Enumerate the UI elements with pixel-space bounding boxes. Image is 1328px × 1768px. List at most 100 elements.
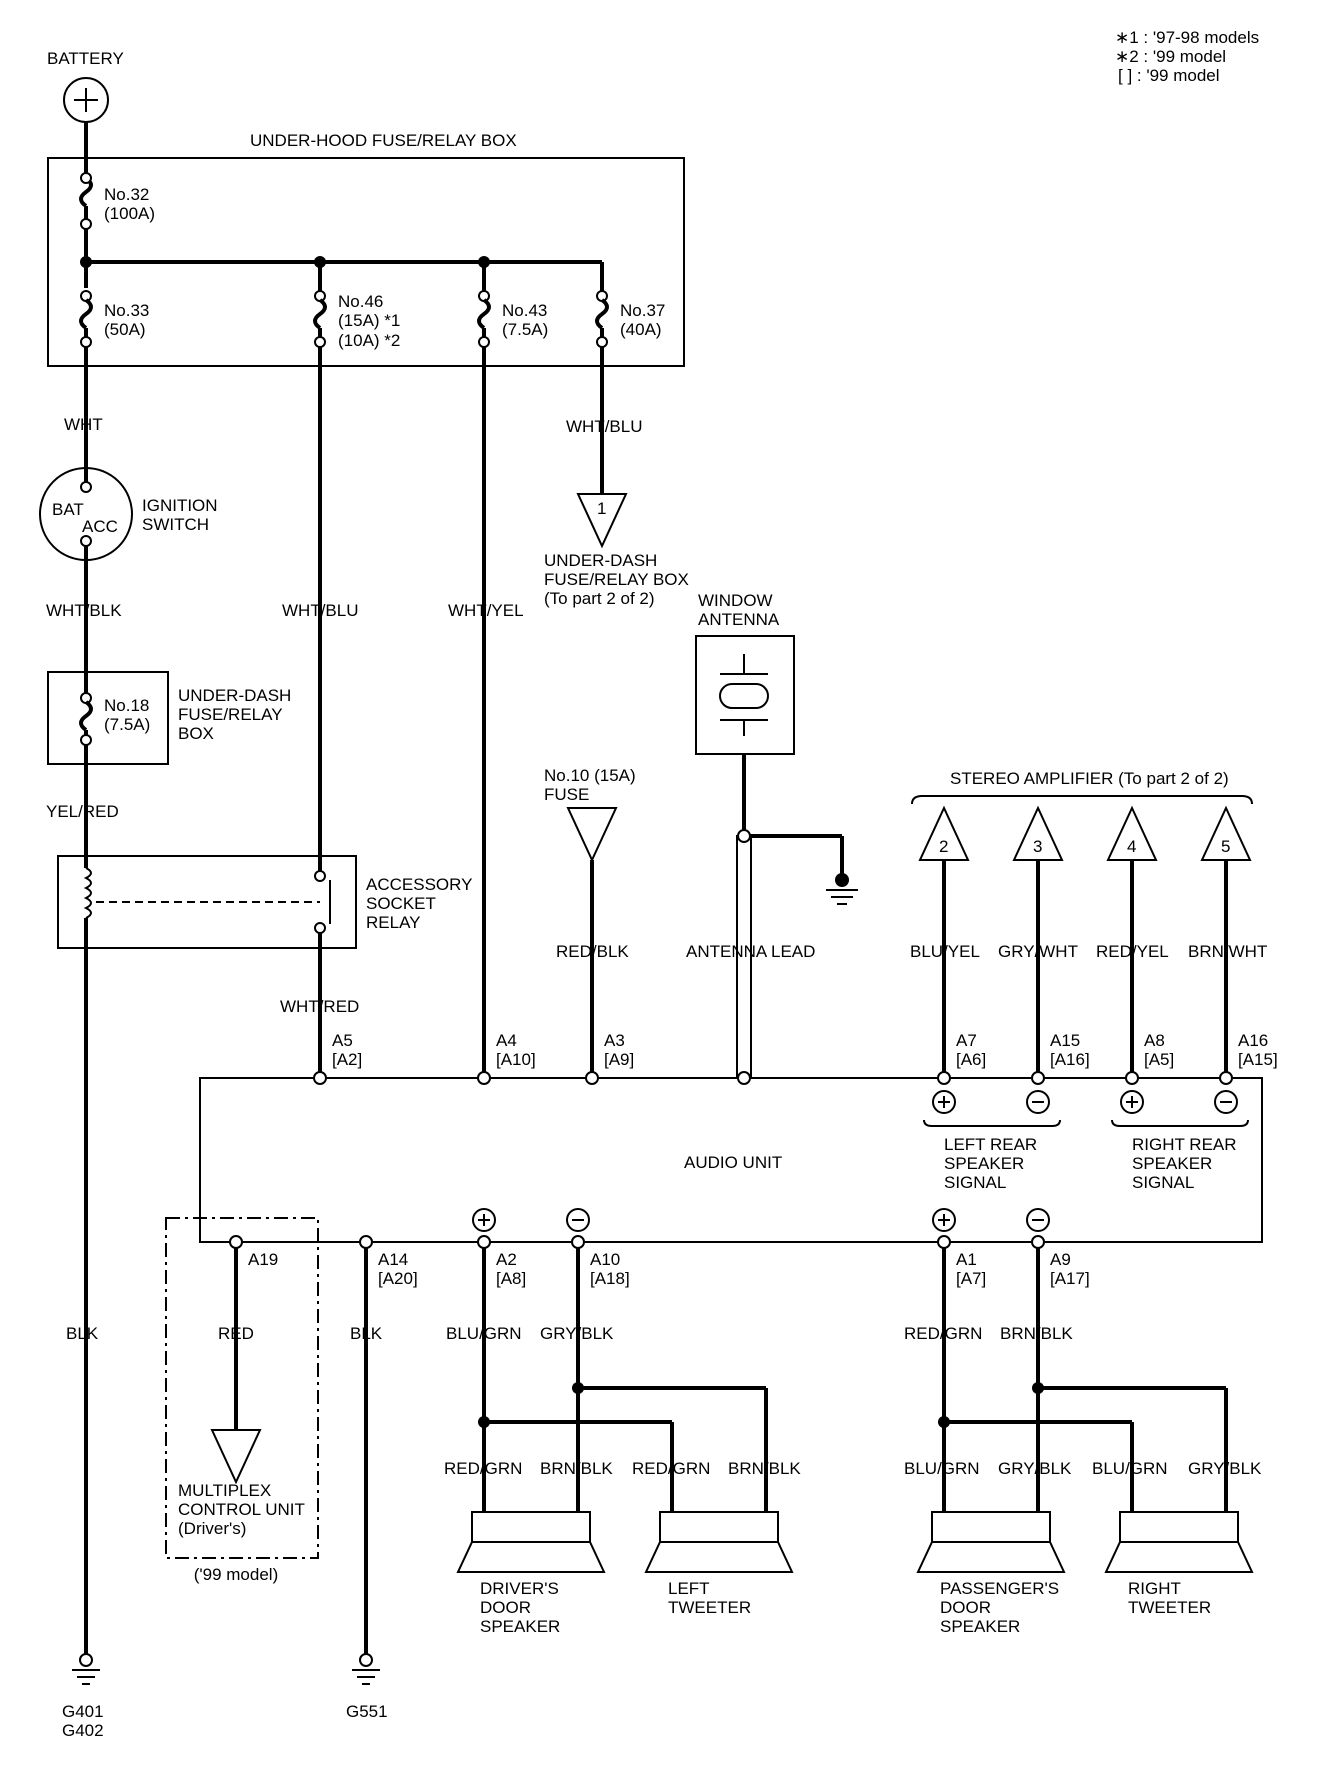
fuse-18-number: No.18 [104,696,149,715]
multiplex-label-3: (Driver's) [178,1519,246,1538]
wire-label-red-blk: RED/BLK [556,942,629,961]
fuse-outputs: WHT/YEL WHT/BLU 1 UNDER-DASH FUSE/RELAY … [448,347,689,1078]
fuse-33-icon [79,298,93,330]
legend: ∗1 : '97-98 models ∗2 : '99 model [ ] : … [1115,28,1259,85]
wire-label-yel-red: YEL/RED [46,802,119,821]
underdash-label-2: FUSE/RELAY [178,705,283,724]
fuse-32-rating: (100A) [104,204,155,223]
connector-1-label-1: UNDER-DASH [544,551,657,570]
pin-a3-99: [A9] [604,1050,634,1069]
fuse-33-rating: (50A) [104,320,146,339]
fuse-10-input: No.10 (15A) FUSE RED/BLK [544,766,636,1078]
antenna-lead-label: ANTENNA LEAD [686,942,815,961]
left-rear-label-2: SPEAKER [944,1154,1024,1173]
wire-label-brn-blk: BRN/BLK [1000,1324,1073,1343]
underhood-box-frame [47,157,685,367]
right-rear-label-3: SIGNAL [1132,1173,1194,1192]
fuse-37-number: No.37 [620,301,665,320]
wire-label-wht: WHT [64,415,103,434]
driver-speaker-label-3: SPEAKER [480,1617,560,1636]
pin-a8-99: [A5] [1144,1050,1174,1069]
polarity-minus-icon [1026,1090,1050,1114]
pin-a7-99: [A6] [956,1050,986,1069]
multiplex-label-2: CONTROL UNIT [178,1500,305,1519]
connector-1-label-2: FUSE/RELAY BOX [544,570,689,589]
ignition-branch: WHT BAT ACC IGNITION SWITCH WHT/BLK No.1… [39,347,472,1655]
amplifier-connector-4-num: 4 [1127,837,1136,856]
ground-g402-label: G402 [62,1721,104,1740]
pin-a1-99: [A7] [956,1269,986,1288]
multiplex-dashed-frame [165,1217,319,1559]
pin-a3: A3 [604,1031,625,1050]
fuse-46-rating-1: (15A) *1 [338,311,400,330]
pin-a8: A8 [1144,1031,1165,1050]
wire-label-blk-g401: BLK [66,1324,99,1343]
connector-1-icon [576,493,628,549]
fuse-37-rating: (40A) [620,320,662,339]
pin-a15-99: [A16] [1050,1050,1090,1069]
speaker-wire-red-grn-2: RED/GRN [632,1459,710,1478]
fuse-43-icon [477,298,491,330]
fuse-32-number: No.32 [104,185,149,204]
polarity-plus-icon [932,1090,956,1114]
pin-a4-99: [A10] [496,1050,536,1069]
passenger-speaker-label-2: DOOR [940,1598,991,1617]
fuse-37-icon [595,298,609,330]
wire-label-gry-blk: GRY/BLK [540,1324,614,1343]
polarity-minus-icon [1214,1090,1238,1114]
amplifier-connector-3-num: 3 [1033,837,1042,856]
audio-unit-frame [199,1077,1263,1243]
speaker-wire-brn-blk-2: BRN/BLK [728,1459,801,1478]
fuse-46-icon [313,298,327,330]
pin-a9-99: [A17] [1050,1269,1090,1288]
wire-label-red-yel: RED/YEL [1096,942,1169,961]
connector-1-label-3: (To part 2 of 2) [544,589,655,608]
ground-g401: G401 G402 [62,1653,104,1740]
driver-speaker-label-1: DRIVER'S [480,1579,559,1598]
polarity-plus-icon [932,1208,956,1232]
relay-coil-icon [83,867,92,919]
speaker-wire-gry-blk-1: GRY/BLK [998,1459,1072,1478]
wire-label-red: RED [218,1324,254,1343]
wire-label-wht-blk: WHT/BLK [46,601,122,620]
pin-a15: A15 [1050,1031,1080,1050]
battery: BATTERY [47,49,124,123]
legend-line-2: ∗2 : '99 model [1115,47,1226,66]
right-rear-label-1: RIGHT REAR [1132,1135,1237,1154]
right-speaker-circuit: RED/GRN BRN/BLK BLU/GRN GRY/BLK BLU/GRN … [904,1248,1262,1636]
wire-label-wht-red: WHT/RED [280,997,359,1016]
underhood-fuse-box: UNDER-HOOD FUSE/RELAY BOX No.32 (100A) N… [47,122,685,367]
multiplex-connector-icon [210,1429,262,1485]
pin-a14-99: [A20] [378,1269,418,1288]
fuse-46-number: No.46 [338,292,383,311]
pin-a16-99: [A15] [1238,1050,1278,1069]
antenna-element-icon [719,683,769,709]
legend-line-1: ∗1 : '97-98 models [1115,28,1259,47]
right-tweeter-label-2: TWEETER [1128,1598,1211,1617]
wire-label-brn-wht: BRN/WHT [1188,942,1267,961]
ignition-acc-label: ACC [82,517,118,536]
driver-speaker-label-2: DOOR [480,1598,531,1617]
antenna-frame [695,635,795,755]
wire-label-blu-grn: BLU/GRN [446,1324,522,1343]
pin-a7: A7 [956,1031,977,1050]
polarity-minus-icon [566,1208,590,1232]
passenger-speaker-label-3: SPEAKER [940,1617,1020,1636]
passenger-door-speaker-icon [931,1511,1051,1543]
stereo-amplifier-inputs: STEREO AMPLIFIER (To part 2 of 2) 2 BLU/… [910,769,1267,1078]
battery-label: BATTERY [47,49,124,68]
wire-label-red-grn: RED/GRN [904,1324,982,1343]
antenna-label-2: ANTENNA [698,610,780,629]
pin-a9: A9 [1050,1250,1071,1269]
underdash-label-3: BOX [178,724,214,743]
ground-g551: BLK G551 [346,1248,388,1721]
pin-a4: A4 [496,1031,517,1050]
multiplex-control-unit: RED MULTIPLEX CONTROL UNIT (Driver's) ('… [165,1217,319,1584]
pin-a1: A1 [956,1250,977,1269]
fuse-33-number: No.33 [104,301,149,320]
ground-g551-label: G551 [346,1702,388,1721]
pin-a5: A5 [332,1031,353,1050]
polarity-minus-icon [1026,1208,1050,1232]
window-antenna: WINDOW ANTENNA ANTENNA LEAD [686,591,858,1079]
